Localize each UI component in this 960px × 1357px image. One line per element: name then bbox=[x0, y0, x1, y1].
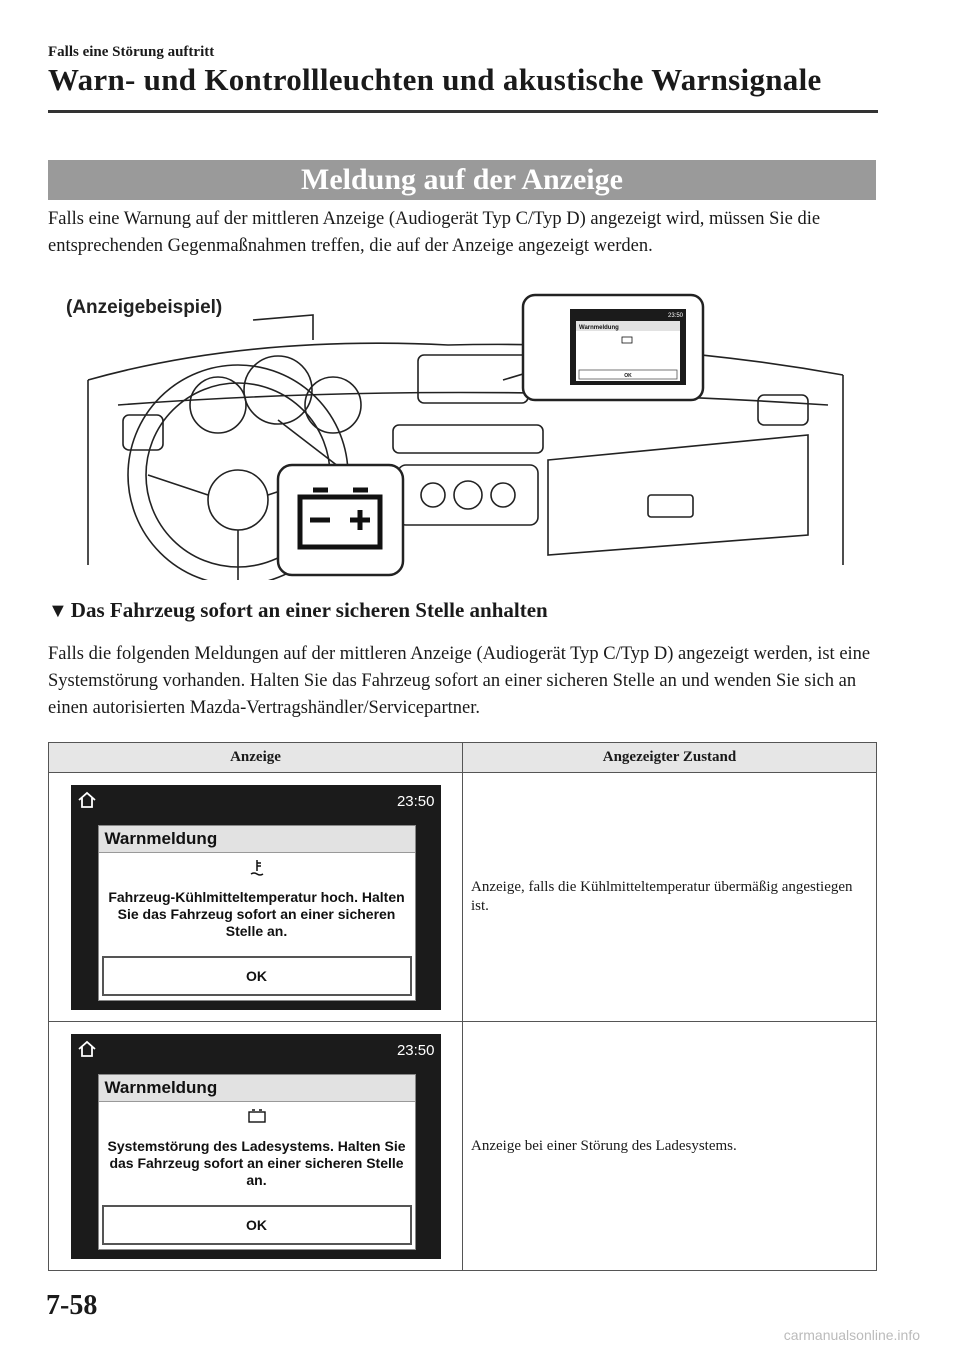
battery-icon bbox=[99, 1108, 415, 1128]
message-table: Anzeige Angezeigter Zustand 23:50 Warnme… bbox=[48, 742, 877, 1271]
col-header-condition: Angezeigter Zustand bbox=[462, 742, 877, 773]
mini-title: Warnmeldung bbox=[579, 325, 619, 331]
condition-text: Anzeige bei einer Störung des Ladesystem… bbox=[462, 1021, 877, 1271]
table-row: 23:50 Warnmeldung Systemstörung des Lade… bbox=[48, 1021, 877, 1271]
dialog-title: Warnmeldung bbox=[98, 1074, 415, 1102]
sub-paragraph: Falls die folgenden Meldungen auf der mi… bbox=[48, 644, 871, 718]
subheading: ▼Das Fahrzeug sofort an einer sicheren S… bbox=[48, 598, 548, 623]
illustration-caption: (Anzeigebeispiel) bbox=[66, 297, 222, 318]
condition-text: Anzeige, falls die Kühlmitteltemperatur … bbox=[462, 772, 877, 1022]
home-icon bbox=[77, 791, 96, 808]
display-cell: 23:50 Warnmeldung Systemstörung des Lade… bbox=[48, 1021, 463, 1271]
triangle-down-icon: ▼ bbox=[48, 600, 68, 622]
col-header-display: Anzeige bbox=[48, 742, 463, 773]
display-cell: 23:50 Warnmeldung Fahrzeug-Kühlmitteltem… bbox=[48, 772, 463, 1022]
center-display: 23:50 Warnmeldung Systemstörung des Lade… bbox=[70, 1033, 441, 1259]
warning-dialog: Warnmeldung Fahrzeug-Kühlmitteltemperatu… bbox=[97, 824, 416, 1001]
battery-warning-icon bbox=[297, 487, 383, 550]
subheading-text: Das Fahrzeug sofort an einer sicheren St… bbox=[70, 598, 548, 622]
mini-time: 23:50 bbox=[668, 313, 684, 319]
dialog-message: Fahrzeug-Kühlmitteltemperatur hoch. Halt… bbox=[108, 888, 405, 939]
title-rule bbox=[48, 110, 878, 113]
coolant-temperature-icon bbox=[99, 859, 415, 879]
ok-button[interactable]: OK bbox=[101, 1204, 412, 1245]
ok-button[interactable]: OK bbox=[101, 955, 412, 996]
section-label: Falls eine Störung auftritt bbox=[48, 44, 215, 60]
watermark: carmanualsonline.info bbox=[783, 1327, 920, 1343]
dialog-message: Systemstörung des Ladesystems. Halten Si… bbox=[107, 1137, 406, 1188]
dialog-title: Warnmeldung bbox=[98, 825, 415, 853]
dashboard-illustration: Warnmeldung 23:50 OK (Anzeigebeispiel) bbox=[66, 293, 844, 580]
mini-ok: OK bbox=[624, 373, 632, 379]
clock: 23:50 bbox=[396, 792, 435, 810]
section-banner: Meldung auf der Anzeige bbox=[48, 160, 876, 200]
home-icon bbox=[77, 1040, 96, 1057]
intro-paragraph: Falls eine Warnung auf der mittleren Anz… bbox=[48, 209, 821, 256]
table-row: 23:50 Warnmeldung Fahrzeug-Kühlmitteltem… bbox=[48, 772, 877, 1022]
center-display: 23:50 Warnmeldung Fahrzeug-Kühlmitteltem… bbox=[70, 784, 441, 1010]
clock: 23:50 bbox=[396, 1041, 435, 1059]
warning-dialog: Warnmeldung Systemstörung des Ladesystem… bbox=[97, 1073, 416, 1250]
page-title: Warn- und Kontrollleuchten und akustisch… bbox=[48, 62, 822, 97]
page-number: 7-58 bbox=[46, 1290, 98, 1321]
